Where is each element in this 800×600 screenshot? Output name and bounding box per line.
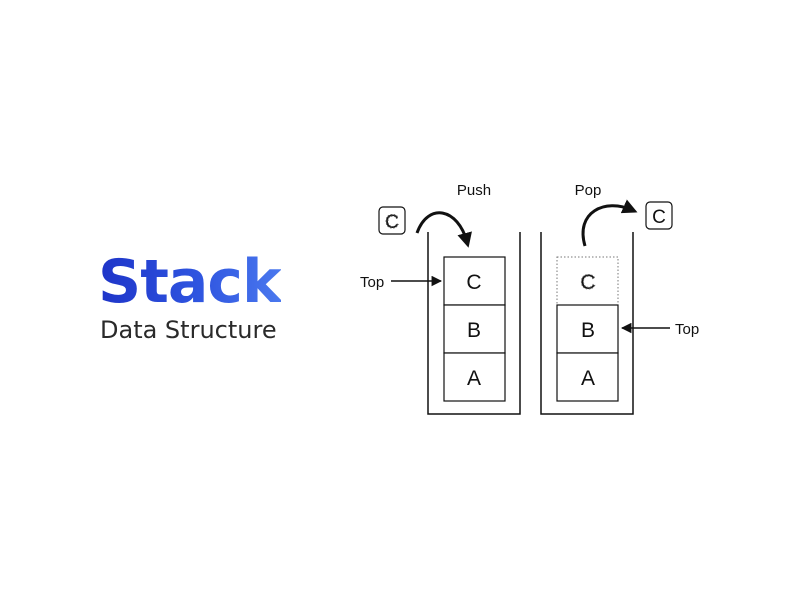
push-item-label: B (467, 319, 481, 342)
push-stack-item: B (443, 304, 506, 354)
push-top-label: Top (360, 274, 384, 291)
pop-stack-item: B (556, 304, 619, 354)
title-subtitle: Data Structure (100, 316, 277, 344)
pop-ghost-letter: C (580, 271, 595, 294)
push-panel: Push C C B A Top (360, 182, 521, 415)
pop-item-label: A (581, 367, 595, 390)
pop-outgoing-letter: C (652, 207, 666, 228)
pop-item-label: B (581, 319, 595, 342)
pop-arrow (581, 199, 638, 247)
title-stack: Stack (98, 247, 282, 317)
push-item-label: C (466, 271, 481, 294)
push-container (427, 232, 521, 415)
push-incoming-letter: C (385, 212, 399, 233)
push-item-label: A (467, 367, 481, 390)
pop-top-label: Top (675, 321, 699, 338)
pop-panel: Pop C C B A Top (540, 182, 699, 415)
pop-stack-item: A (556, 352, 619, 402)
pop-outgoing-item: C (645, 201, 673, 230)
pop-container (540, 232, 634, 415)
title-block: Stack Data Structure (98, 247, 282, 344)
push-incoming-item: C (378, 206, 406, 235)
push-arrow (415, 211, 472, 248)
pop-ghost-item: C (556, 256, 619, 306)
push-stack-item: A (443, 352, 506, 402)
push-label: Push (457, 182, 491, 199)
push-stack-item: C (443, 256, 506, 306)
pop-label: Pop (575, 182, 602, 199)
